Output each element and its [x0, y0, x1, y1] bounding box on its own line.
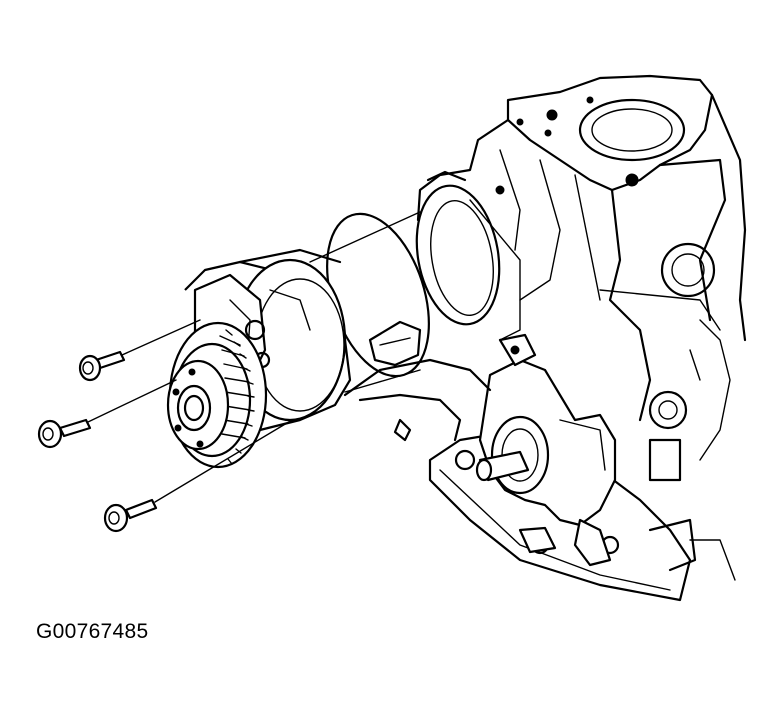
alignment-line-lower: [344, 369, 421, 393]
bolt-lower: [103, 419, 293, 533]
water-pump: [166, 248, 352, 469]
alignment-line-upper: [309, 211, 421, 263]
figure-id-label: G00767485: [36, 620, 149, 643]
engine-block: [415, 74, 747, 482]
sprocket-teeth: [219, 329, 255, 465]
oil-pump-bracket: [475, 333, 617, 567]
bolt-middle: [37, 379, 177, 449]
housing-connector: [343, 320, 492, 442]
bolt-upper: [78, 319, 201, 382]
